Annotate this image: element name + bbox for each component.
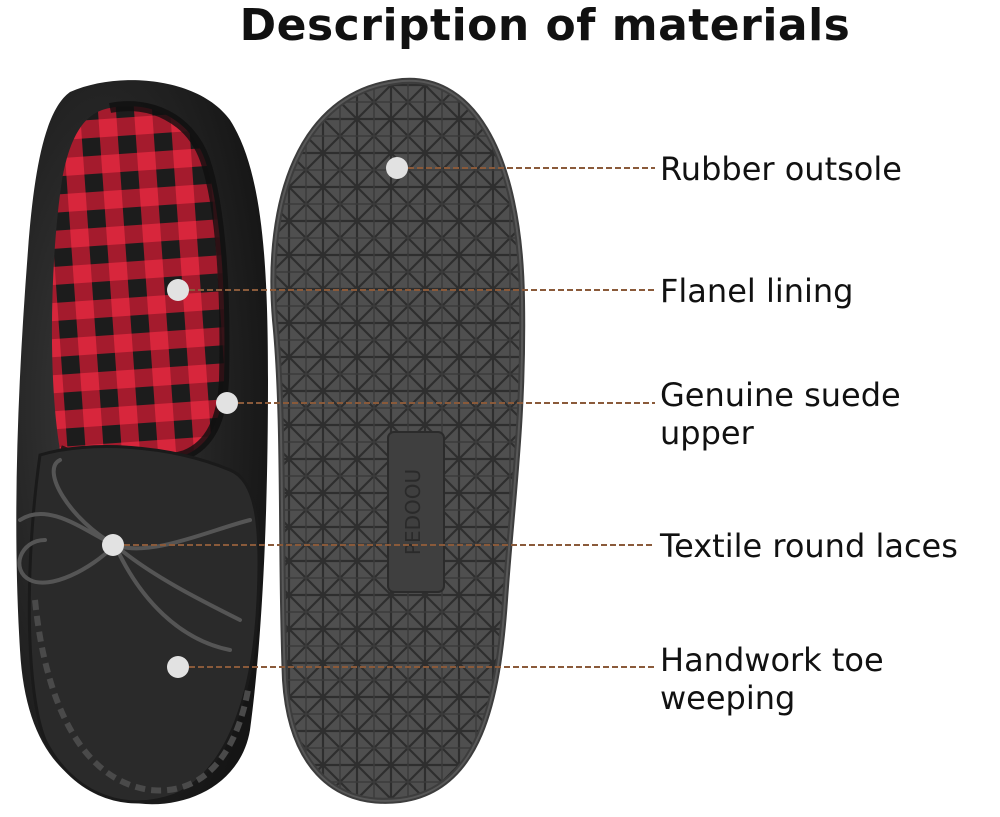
page-title: Description of materials [239, 0, 851, 51]
callout-dot-upper [216, 392, 238, 414]
label-handwork-toe-weeping: Handwork toe weeping [660, 641, 884, 717]
label-genuine-suede-upper: Genuine suede upper [660, 376, 901, 452]
brand-text: PEDOOU [401, 469, 425, 555]
brand-patch: PEDOOU [387, 431, 445, 593]
label-rubber-outsole: Rubber outsole [660, 150, 902, 188]
callout-dot-lining [167, 279, 189, 301]
callout-dot-outsole [386, 157, 408, 179]
callout-dot-laces [102, 534, 124, 556]
label-flanel-lining: Flanel lining [660, 272, 854, 310]
callout-dot-toe [167, 656, 189, 678]
flannel-lining [51, 106, 225, 463]
label-textile-round-laces: Textile round laces [660, 527, 958, 565]
rubber-outsole: PEDOOU [270, 77, 526, 804]
slipper-upper [16, 80, 269, 805]
